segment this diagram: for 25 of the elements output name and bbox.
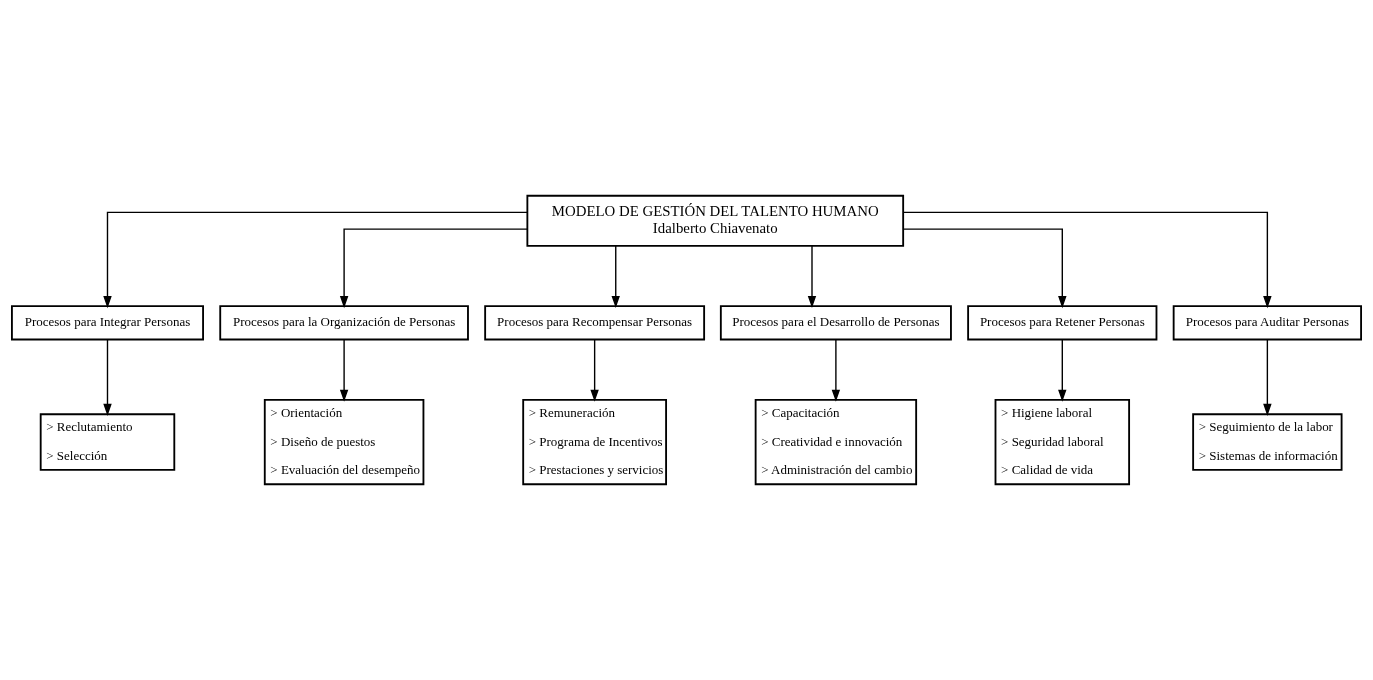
node-box: Procesos para Recompensar Personas — [484, 305, 706, 341]
arrow — [103, 338, 112, 416]
node-box: Procesos para la Organización de Personas — [219, 305, 469, 341]
node-box: > Orientación > Diseño de puestos > Evaluación del desempeño — [263, 398, 425, 486]
arrow — [339, 338, 349, 402]
arrow — [902, 211, 1272, 309]
arrow — [807, 245, 817, 308]
node-box: Procesos para el Desarrollo de Personas — [719, 305, 952, 341]
node-box: > Higiene laboral > Seguridad laboral > Calidad de vida — [994, 398, 1131, 486]
arrow — [902, 228, 1067, 309]
arrow — [103, 211, 528, 309]
arrow — [1263, 338, 1272, 416]
arrow — [831, 338, 841, 402]
arrow — [590, 338, 599, 402]
arrow — [1058, 338, 1067, 402]
arrow — [339, 228, 528, 309]
arrow — [611, 245, 620, 308]
node-box: Procesos para Auditar Personas — [1172, 305, 1362, 341]
node-box: > Reclutamiento > Selección — [39, 413, 176, 471]
node-box: > Capacitación > Creatividad e innovación > Administración del cambio — [754, 398, 918, 486]
node-box: > Remuneración > Programa de Incentivos > Prestaciones y servicios — [522, 398, 667, 486]
node-box: Procesos para Integrar Personas — [11, 305, 204, 341]
node-box: Procesos para Retener Personas — [967, 305, 1158, 341]
node-box: > Seguimiento de la labor > Sistemas de información — [1192, 413, 1343, 471]
node-box: MODELO DE GESTIÓN DEL TALENTO HUMANO Idalberto Chiavenato — [526, 194, 905, 247]
